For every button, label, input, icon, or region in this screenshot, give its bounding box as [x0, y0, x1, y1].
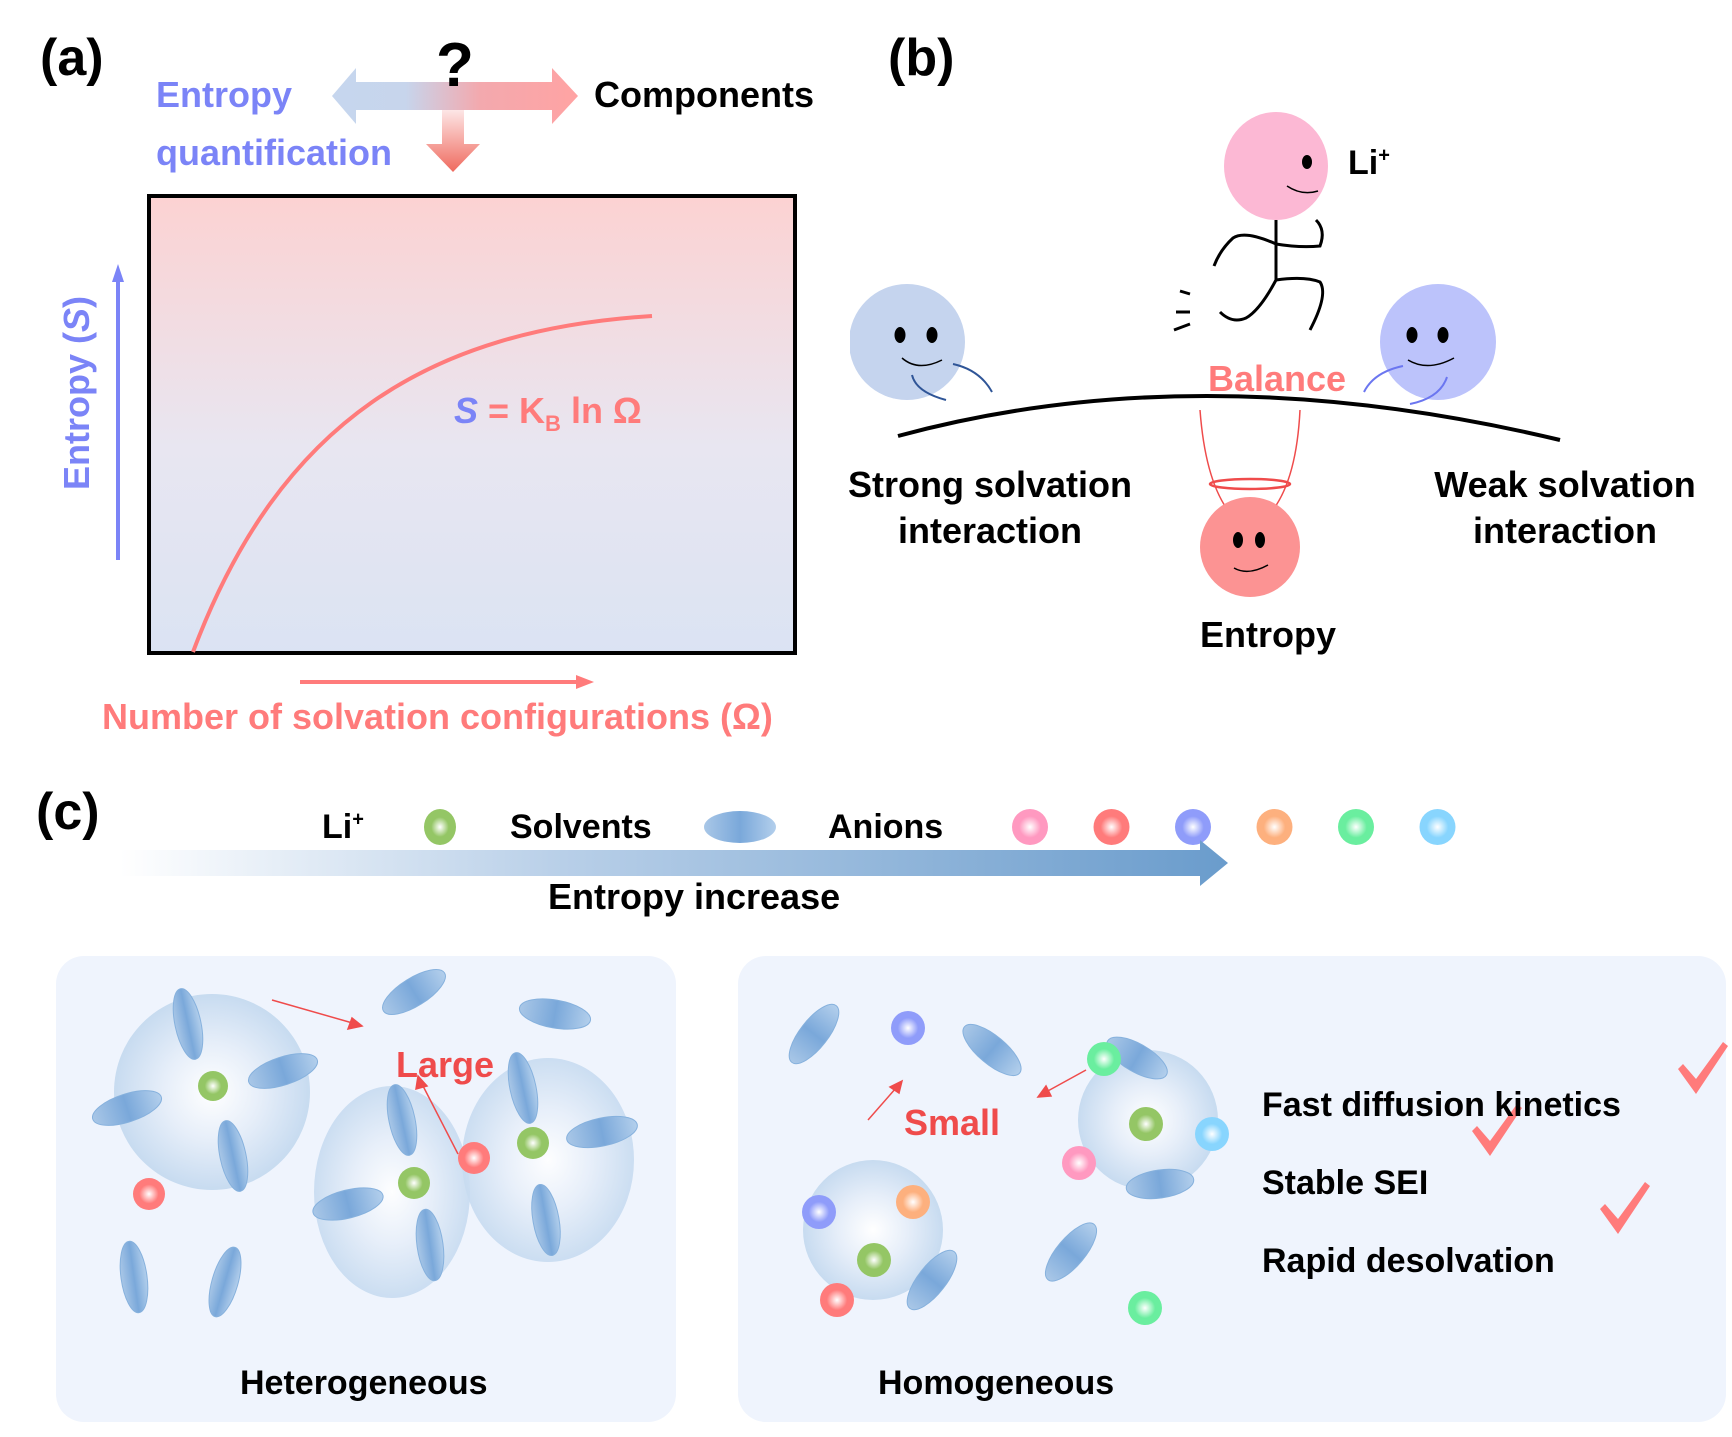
- strong-solvation-face: [850, 284, 993, 401]
- y-axis-label: Entropy (S): [56, 295, 97, 490]
- legend-anion-icon: [1419, 809, 1456, 845]
- speed-lines-icon: [1173, 289, 1191, 332]
- entropy-curve: [191, 314, 653, 653]
- check-icon: [1678, 1042, 1728, 1094]
- legend-anion-icons: [1012, 809, 1456, 845]
- li-ion-label: Li+: [1348, 144, 1390, 182]
- legend-li-icon: [424, 809, 456, 845]
- panel-b-diagram: [850, 112, 1561, 597]
- down-arrow-icon: [426, 110, 480, 172]
- panel-a-diagram: [112, 68, 797, 689]
- check-icon: [1600, 1182, 1650, 1234]
- runner-smile: [1286, 185, 1319, 194]
- entropy-quantification-line2: quantification: [156, 132, 392, 173]
- panel-c-label: (c): [36, 783, 100, 841]
- runner-arm-back: [1212, 233, 1277, 267]
- solvation-structures: [91, 969, 1728, 1325]
- panel-a-label: (a): [40, 29, 104, 87]
- entropy-increase-arrow-body: [120, 840, 1228, 886]
- homogeneous-cluster-2: [802, 1160, 958, 1317]
- check-icons: [1472, 1042, 1728, 1234]
- balance-beam: [897, 393, 1561, 442]
- small-annotation-arrows: [867, 1069, 1087, 1121]
- homogeneous-free-species: [788, 1003, 1162, 1325]
- runner-leg-front: [1275, 276, 1325, 331]
- components-label: Components: [594, 74, 814, 115]
- check-icon: [1472, 1104, 1522, 1156]
- li-runner-figure: [1173, 112, 1328, 332]
- heterogeneous-free-species: [119, 969, 592, 1318]
- large-label: Large: [396, 1044, 495, 1085]
- runner-leg-back: [1218, 279, 1278, 322]
- y-axis-arrowhead-icon: [112, 264, 124, 282]
- entropy-quantification-line1: Entropy: [156, 74, 293, 115]
- homogeneous-title: Homogeneous: [878, 1364, 1115, 1402]
- legend-anions-label: Anions: [828, 808, 944, 846]
- legend-li-label: Li+: [322, 808, 364, 846]
- legend-anion-icon: [1256, 809, 1293, 845]
- panel-b-label: (b): [888, 29, 955, 87]
- runner-eye: [1302, 155, 1312, 169]
- panel-c-diagram: [120, 809, 1456, 886]
- legend-anion-icon: [1012, 809, 1048, 845]
- large-annotation-arrows: [271, 999, 459, 1155]
- benefit-item: Fast diffusion kinetics: [1262, 1086, 1621, 1124]
- benefit-item: Rapid desolvation: [1262, 1242, 1555, 1280]
- small-label: Small: [904, 1102, 1001, 1143]
- legend-anion-icon: [1093, 809, 1130, 845]
- double-arrow-icon: [332, 68, 578, 124]
- homogeneous-cluster-1: [1062, 1036, 1229, 1200]
- x-axis-label: Number of solvation configurations (Ω): [102, 696, 773, 737]
- runner-head: [1224, 112, 1328, 220]
- entropy-increase-label: Entropy increase: [548, 876, 841, 917]
- benefit-item: Stable SEI: [1262, 1164, 1429, 1202]
- halo-icon: [1208, 477, 1292, 491]
- runner-arm-front: [1275, 218, 1324, 249]
- weak-solvation-face: [1363, 284, 1496, 405]
- balance-label: Balance: [1208, 358, 1347, 399]
- x-axis-arrowhead-icon: [576, 675, 594, 689]
- heterogeneous-title: Heterogeneous: [240, 1364, 488, 1402]
- legend-anion-icon: [1175, 809, 1211, 845]
- legend-solvents-label: Solvents: [510, 808, 652, 846]
- legend-anion-icon: [1338, 809, 1374, 845]
- question-mark: ?: [436, 31, 474, 100]
- heterogeneous-cluster-2: [312, 1052, 638, 1298]
- plot-area: [147, 194, 797, 655]
- entropy-face: [1199, 409, 1301, 597]
- heterogeneous-cluster-1: [91, 988, 319, 1192]
- entropy-label: Entropy: [1200, 614, 1337, 655]
- boltzmann-equation: S = KB ln Ω: [454, 390, 642, 437]
- legend-solvent-icon: [704, 811, 776, 843]
